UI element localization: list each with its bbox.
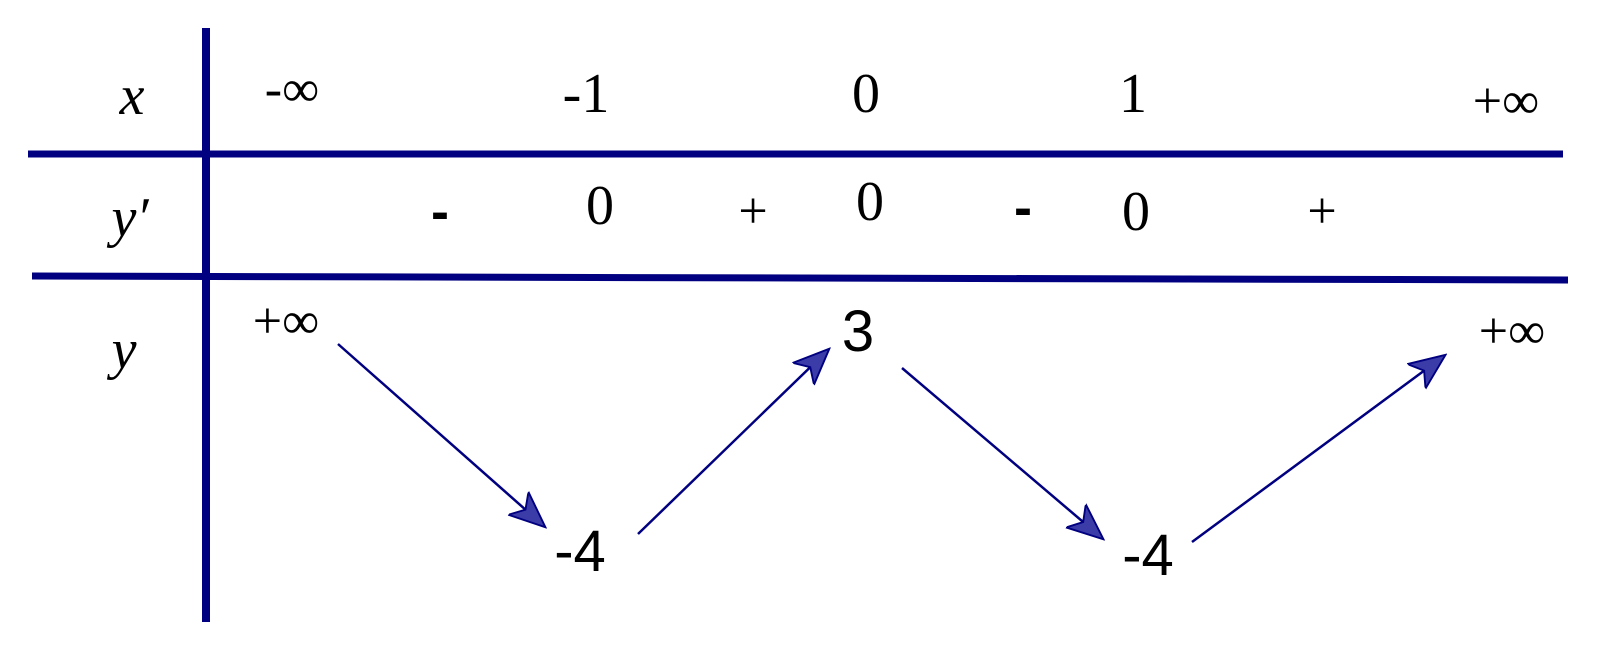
derivative-zero-1: 0: [586, 175, 614, 237]
derivative-sign-4: +: [1307, 183, 1337, 240]
y-value-min-1: -4: [554, 519, 606, 584]
y-value-min-2: -4: [1122, 523, 1174, 588]
x-value-neg-infinity: -∞: [264, 61, 320, 118]
arrow-increasing-2: [1191, 356, 1444, 544]
derivative-zero-2: 0: [856, 171, 884, 233]
x-value-one: 1: [1119, 63, 1147, 125]
row-label-y: y: [111, 319, 137, 381]
arrow-decreasing-1: [337, 343, 544, 526]
x-value-minus-one: -1: [562, 63, 610, 125]
arrow-increasing-1: [637, 350, 828, 535]
x-value-pos-infinity: +∞: [1472, 73, 1540, 130]
x-value-zero: 0: [852, 63, 880, 125]
row-label-x: x: [119, 65, 145, 127]
arrow-decreasing-2: [901, 367, 1102, 538]
derivative-sign-1: -: [431, 182, 449, 242]
derivative-zero-3: 0: [1122, 181, 1150, 243]
y-value-pos-infinity-left: +∞: [252, 293, 320, 350]
horizontal-divider-bottom: [31, 272, 1569, 284]
row-label-derivative: y′: [111, 187, 149, 249]
y-value-max: 3: [841, 299, 875, 364]
derivative-sign-2: +: [738, 183, 768, 240]
derivative-sign-3: -: [1014, 178, 1032, 238]
y-value-pos-infinity-right: +∞: [1478, 303, 1546, 360]
